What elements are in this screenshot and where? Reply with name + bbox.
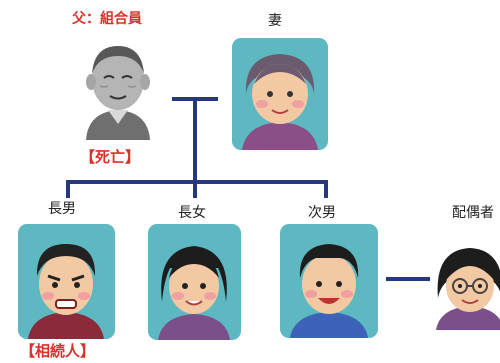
elderly-man-icon <box>78 34 158 140</box>
spouse-line <box>386 277 430 281</box>
father-status: 【死亡】 <box>80 148 141 166</box>
eldest-daughter-caption: 長女 <box>178 205 206 221</box>
eldest-son-caption: 長男 <box>48 201 76 217</box>
drop-second-son <box>324 180 328 198</box>
eldest-son-tile <box>18 224 115 339</box>
woman-icon <box>158 246 230 340</box>
spouse-caption: 配偶者 <box>452 205 494 221</box>
eldest-son-status: 【相続人】 <box>20 342 96 360</box>
father-caption: 父：組合員 <box>72 11 142 27</box>
second-son-caption: 次男 <box>308 205 336 221</box>
descent-line <box>193 99 197 182</box>
wife-tile <box>232 38 328 150</box>
smiling-man-icon <box>290 244 368 338</box>
drop-eldest-daughter <box>193 180 197 198</box>
second-son-tile <box>280 224 378 338</box>
angry-man-icon <box>28 244 104 339</box>
elderly-woman-icon <box>242 54 318 150</box>
woman-with-glasses-icon <box>432 232 500 330</box>
eldest-daughter-tile <box>148 224 241 340</box>
wife-caption: 妻 <box>268 13 282 29</box>
drop-eldest-son <box>66 180 70 198</box>
children-bar <box>66 180 328 184</box>
